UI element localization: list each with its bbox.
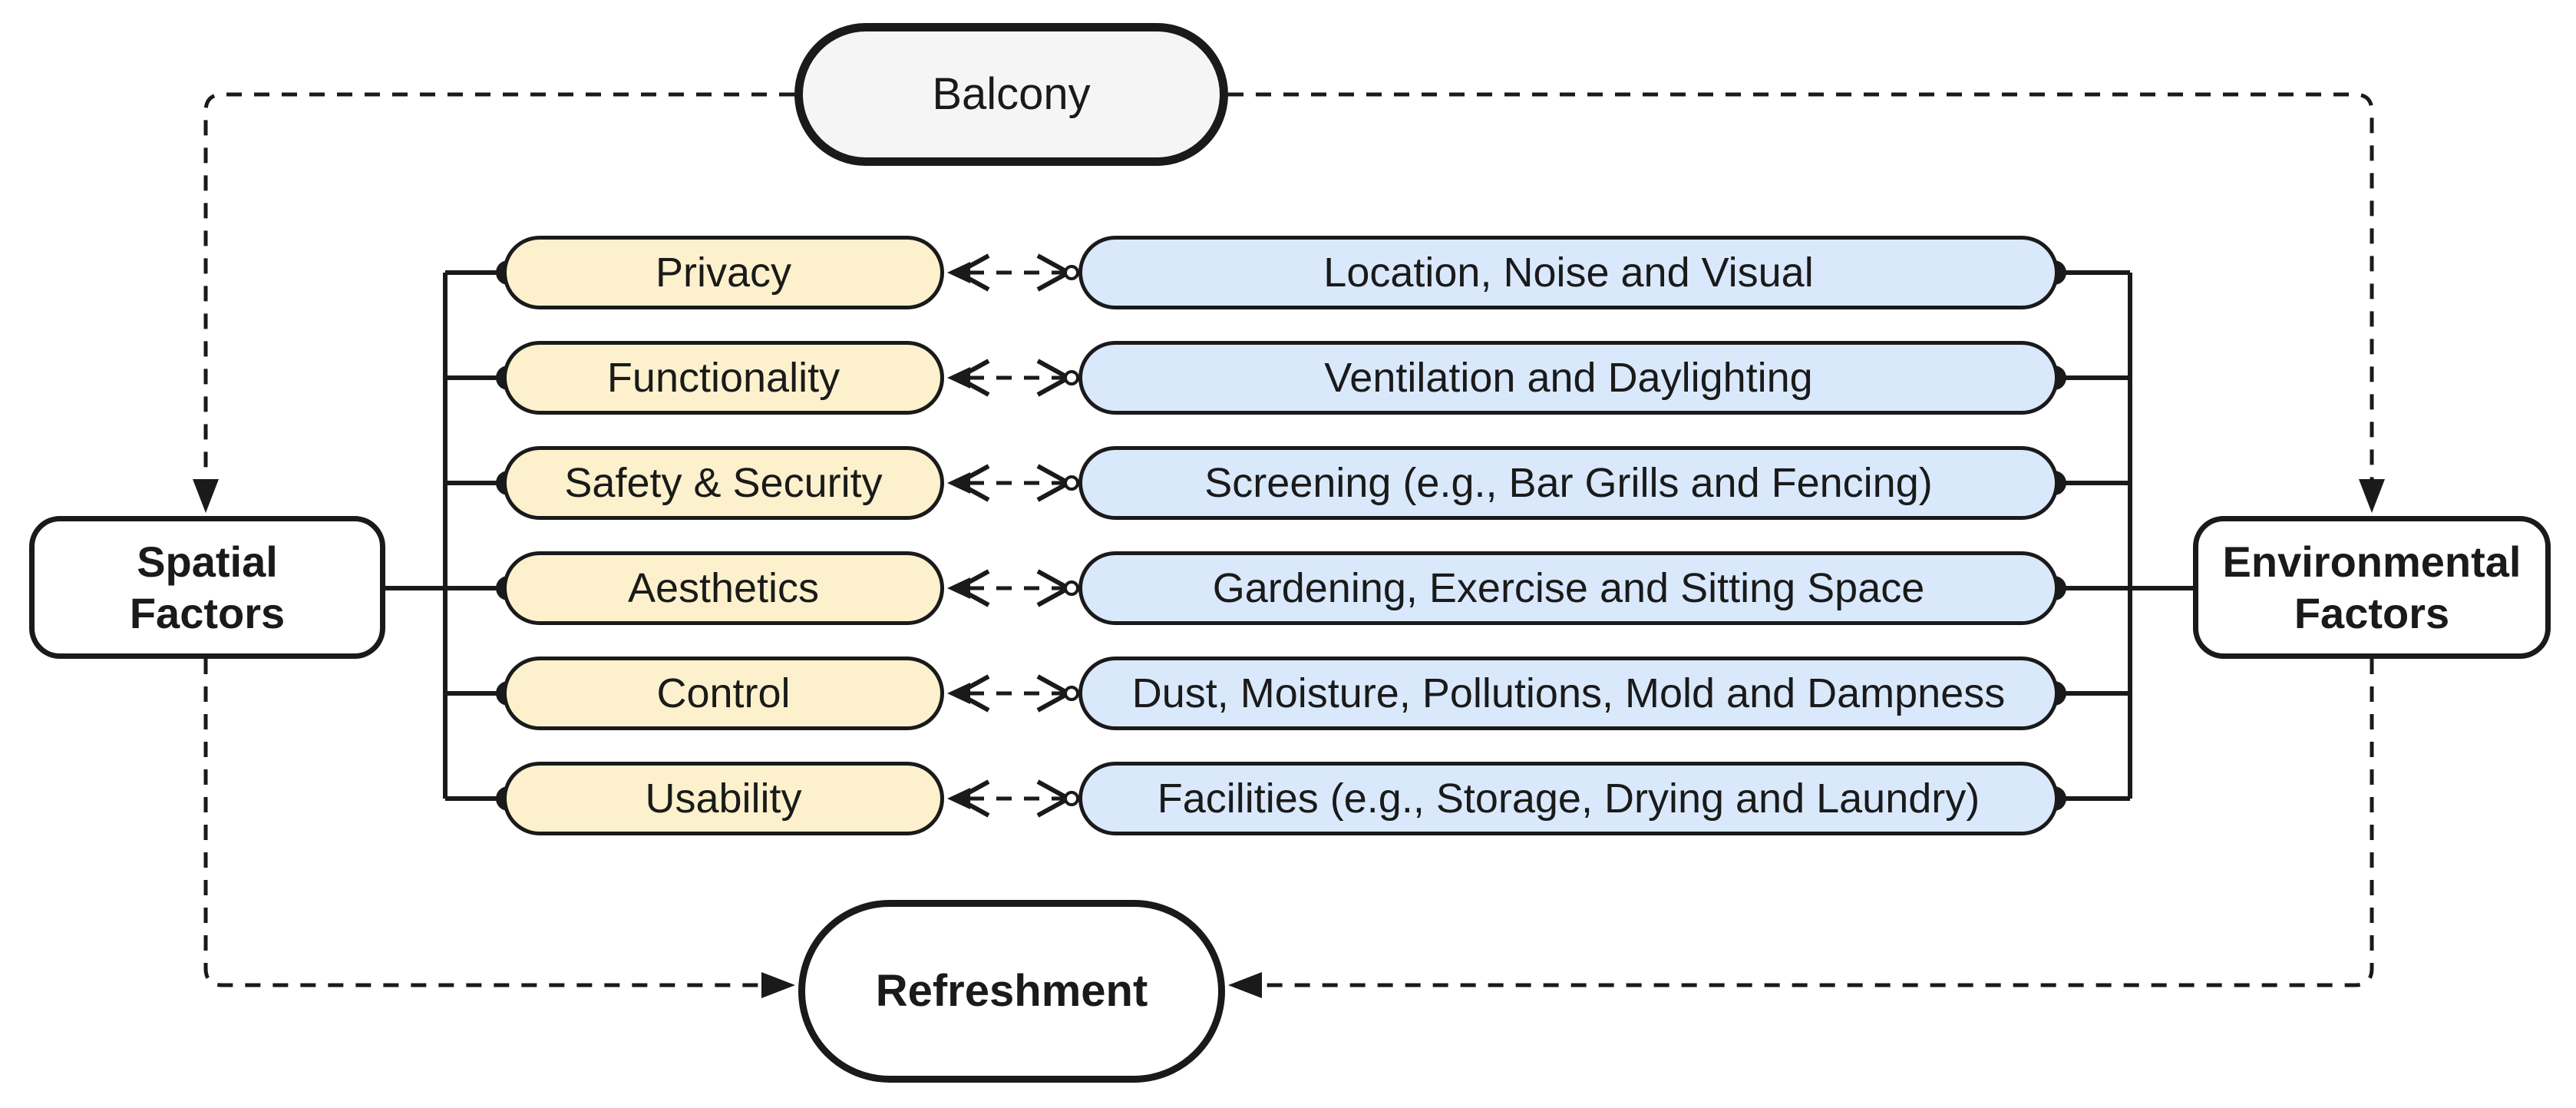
connector-line [203,92,794,482]
pill-label: Location, Noise and Visual [1323,250,1814,296]
spatial-bracket [385,260,520,811]
bracket-trunk [385,273,447,799]
refreshment-label: Refreshment [875,966,1148,1017]
spatial-factor-pill-usability: Usability [503,762,944,835]
balcony-label: Balcony [932,69,1091,120]
bracket-trunk [2128,273,2193,799]
environmental-factor-pill-ventilation: Ventilation and Daylighting [1078,341,2059,415]
pill-label: Screening (e.g., Bar Grills and Fencing) [1204,460,1933,506]
spatial-factors-label: Spatial Factors [129,537,286,637]
left-chevron [953,674,990,713]
pill-label: Usability [645,776,802,822]
spatial-factor-pill-aesthetics: Aesthetics [503,551,944,625]
spatial-factor-pill-functionality: Functionality [503,341,944,415]
environmental-factor-pill-gardening: Gardening, Exercise and Sitting Space [1078,551,2059,625]
environmental-factors-label: Environmental Factors [2222,537,2522,637]
left-chevron [953,569,990,607]
environmental-factor-pill-facilities: Facilities (e.g., Storage, Drying and La… [1078,762,2059,835]
spatial-to-refreshment-connector [203,659,795,998]
left-chevron [953,464,990,502]
refreshment-node: Refreshment [798,900,1225,1083]
pill-label: Aesthetics [627,565,820,611]
row-link-privacy [947,253,1079,292]
connector-line [1228,92,2374,482]
row-link-functionality [947,359,1079,397]
left-chevron [953,359,990,397]
right-tip-circle [1064,686,1079,701]
right-tip-circle [1064,791,1079,806]
connector-line [1262,659,2374,987]
right-tip-circle [1064,265,1079,280]
environmental-factor-pill-screening: Screening (e.g., Bar Grills and Fencing) [1078,446,2059,520]
balcony-to-spatial-connector [193,92,794,513]
right-arrowhead [761,972,795,998]
pill-label: Ventilation and Daylighting [1324,355,1813,401]
row-link-control [947,674,1079,713]
connector-line [203,659,761,987]
bracket-stubs [2054,270,2130,801]
pill-label: Control [656,670,791,716]
pill-label: Dust, Moisture, Pollutions, Mold and Dam… [1131,670,2006,716]
spatial-factor-pill-control: Control [503,657,944,730]
balcony-node: Balcony [794,23,1228,166]
environmental-factor-pill-location: Location, Noise and Visual [1078,236,2059,309]
pill-label: Gardening, Exercise and Sitting Space [1212,565,1925,611]
spatial-factors-node: Spatial Factors [29,516,385,659]
pill-label: Functionality [606,355,841,401]
environmental-to-refreshment-connector [1228,659,2374,998]
row-link-usability [947,779,1079,818]
right-tip-circle [1064,475,1079,491]
left-arrowhead [1228,972,1262,998]
down-arrowhead [193,479,219,513]
down-arrowhead [2359,479,2385,513]
left-chevron [953,253,990,292]
pill-label: Privacy [655,250,792,296]
spatial-factor-pill-privacy: Privacy [503,236,944,309]
row-link-safety [947,464,1079,502]
environmental-factors-node: Environmental Factors [2193,516,2551,659]
bracket-stubs [445,270,508,801]
environmental-factor-pill-dust-moisture: Dust, Moisture, Pollutions, Mold and Dam… [1078,657,2059,730]
pill-label: Facilities (e.g., Storage, Drying and La… [1157,776,1980,822]
spatial-factor-pill-safety-security: Safety & Security [503,446,944,520]
left-chevron [953,779,990,818]
environmental-bracket [2042,260,2193,811]
row-link-aesthetics [947,569,1079,607]
pill-label: Safety & Security [564,460,883,506]
right-tip-circle [1064,370,1079,385]
balcony-to-environmental-connector [1228,92,2385,513]
right-tip-circle [1064,580,1079,596]
